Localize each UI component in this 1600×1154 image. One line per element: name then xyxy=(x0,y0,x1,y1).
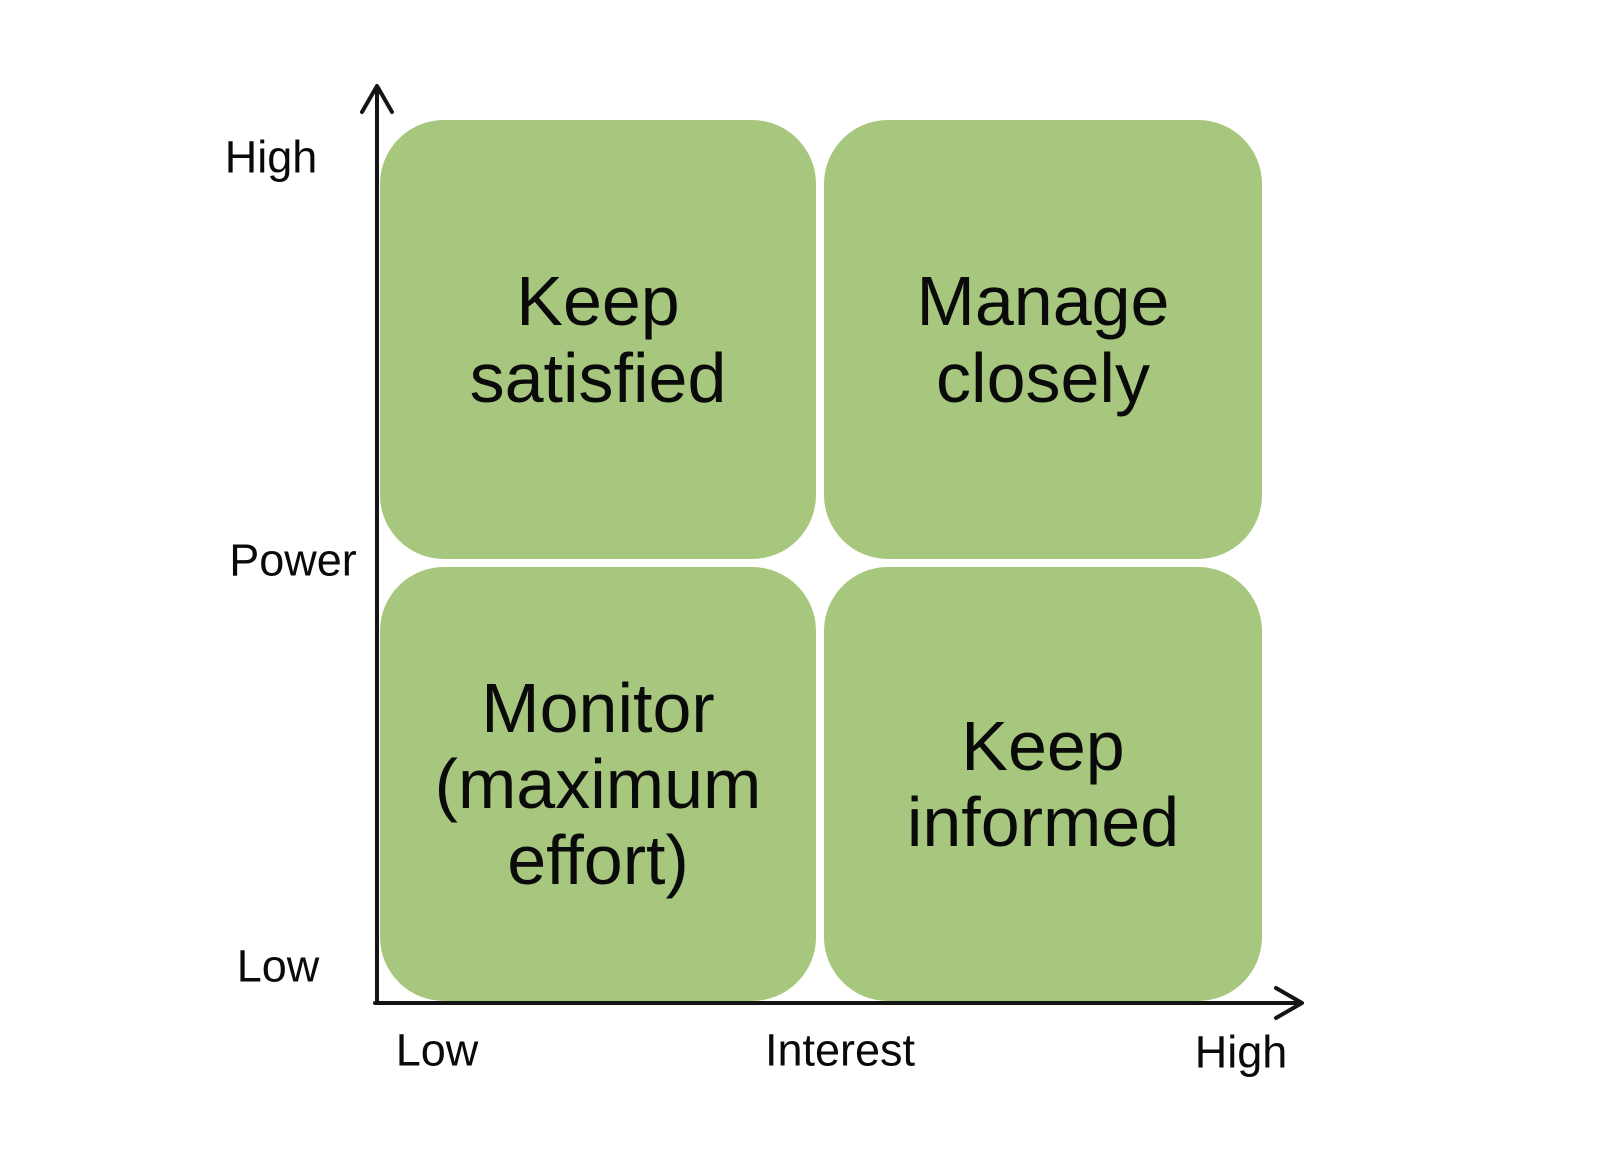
quadrant-label: Manage closely xyxy=(916,262,1170,417)
x-axis-arrow-icon xyxy=(1274,986,1304,1020)
quadrant-label: Keep informed xyxy=(906,706,1180,861)
y-axis-arrow-icon xyxy=(360,84,394,114)
x-axis-low-tick-label: Low xyxy=(395,1024,479,1076)
quadrant-manage-closely: Manage closely xyxy=(824,120,1262,559)
y-axis-high-tick-label: High xyxy=(224,131,318,183)
quadrant-label: Keep satisfied xyxy=(469,262,727,417)
quadrant-keep-informed: Keep informed xyxy=(824,567,1262,1001)
x-axis-high-tick-label: High xyxy=(1194,1026,1288,1078)
quadrant-monitor-maximum-effort: Monitor (maximum effort) xyxy=(380,567,816,1001)
quadrant-label: Monitor (maximum effort) xyxy=(434,668,762,900)
y-axis-low-tick-label: Low xyxy=(236,940,320,992)
quadrant-keep-satisfied: Keep satisfied xyxy=(380,120,816,559)
y-axis-title: Power xyxy=(229,534,357,586)
x-axis-title: Interest xyxy=(764,1024,916,1076)
